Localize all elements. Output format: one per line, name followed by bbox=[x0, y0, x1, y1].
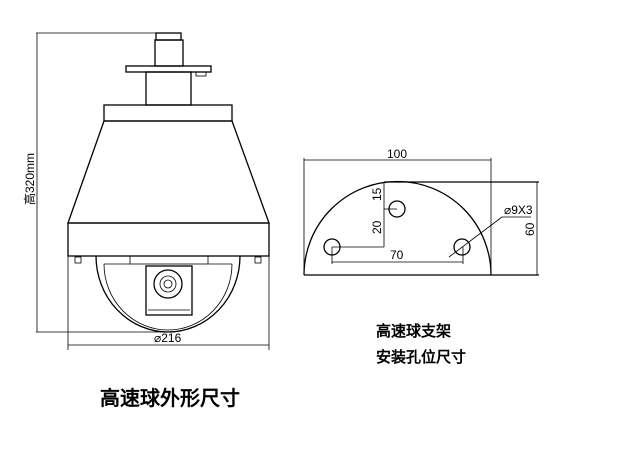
camera-caption: 高速球外形尺寸 bbox=[100, 386, 240, 410]
camera-dimensions: 高320mm ⌀216 bbox=[22, 32, 270, 350]
height-dimension-label: 高320mm bbox=[22, 153, 37, 205]
diameter-dimension-label: ⌀216 bbox=[154, 331, 182, 345]
hole-spacing-label: 70 bbox=[390, 248, 404, 262]
bracket-width-label: 100 bbox=[387, 147, 407, 161]
speed-dome-camera-drawing bbox=[67, 32, 270, 333]
bracket-height-label: 60 bbox=[523, 222, 537, 236]
bracket-hole-drawing: 100 60 70 15 20 ⌀9X3 bbox=[303, 147, 539, 276]
bracket-caption-line1: 高速球支架 bbox=[376, 322, 452, 340]
offset-mid-label: 20 bbox=[370, 220, 384, 234]
offset-top-label: 15 bbox=[370, 187, 384, 201]
bracket-caption-line2: 安装孔位尺寸 bbox=[376, 348, 467, 366]
hole-diameter-label: ⌀9X3 bbox=[504, 203, 533, 217]
